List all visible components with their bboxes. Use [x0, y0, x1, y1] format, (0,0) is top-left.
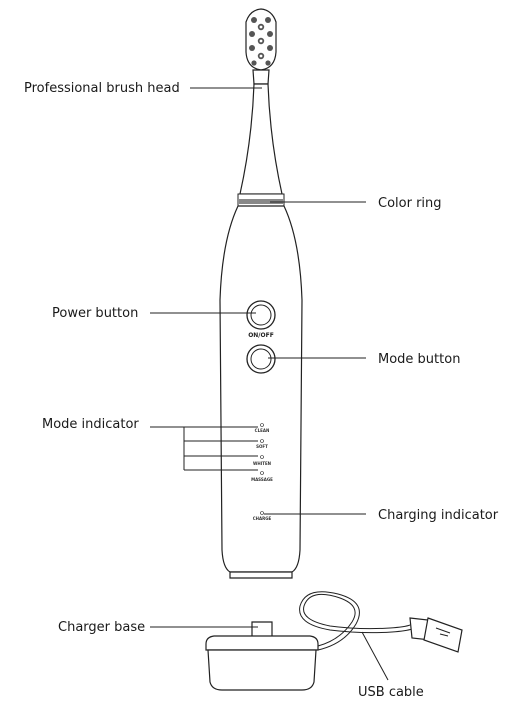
label-mode-button: Mode button [378, 352, 460, 367]
mode-led-whiten [260, 455, 264, 459]
label-mode-indicator: Mode indicator [42, 417, 139, 432]
mode-led-massage [260, 471, 264, 475]
on-off-label: ON/OFF [248, 332, 274, 339]
power-button[interactable] [246, 300, 276, 330]
mode-label-whiten: WHITEN [253, 461, 271, 466]
mode-label-clean: CLEAN [255, 428, 270, 433]
leader-mode-indicator [150, 426, 258, 471]
charge-led [260, 511, 264, 515]
mode-label-massage: MASSAGE [251, 477, 273, 482]
brush-neck [239, 83, 283, 195]
label-charging-indicator: Charging indicator [378, 508, 499, 523]
label-usb-cable: USB cable [358, 685, 424, 700]
label-color-ring: Color ring [378, 196, 442, 211]
mode-button[interactable] [246, 344, 276, 374]
label-charger-base: Charger base [58, 620, 145, 635]
charge-label: CHARGE [253, 516, 272, 521]
mode-label-soft: SOFT [256, 444, 268, 449]
leader-usb-cable [361, 631, 389, 681]
color-ring [237, 193, 285, 207]
label-power-button: Power button [52, 306, 138, 321]
mode-led-clean [260, 423, 264, 427]
handle-bottom-cap [229, 571, 293, 579]
mode-indicator-group: CLEAN SOFT WHITEN MASSAGE [251, 423, 273, 482]
charger-base [205, 621, 319, 691]
usb-cable [299, 591, 463, 653]
brush-head [245, 8, 277, 85]
callout-lines [150, 87, 389, 681]
label-brush-head: Professional brush head [24, 81, 180, 96]
mode-led-soft [260, 439, 264, 443]
